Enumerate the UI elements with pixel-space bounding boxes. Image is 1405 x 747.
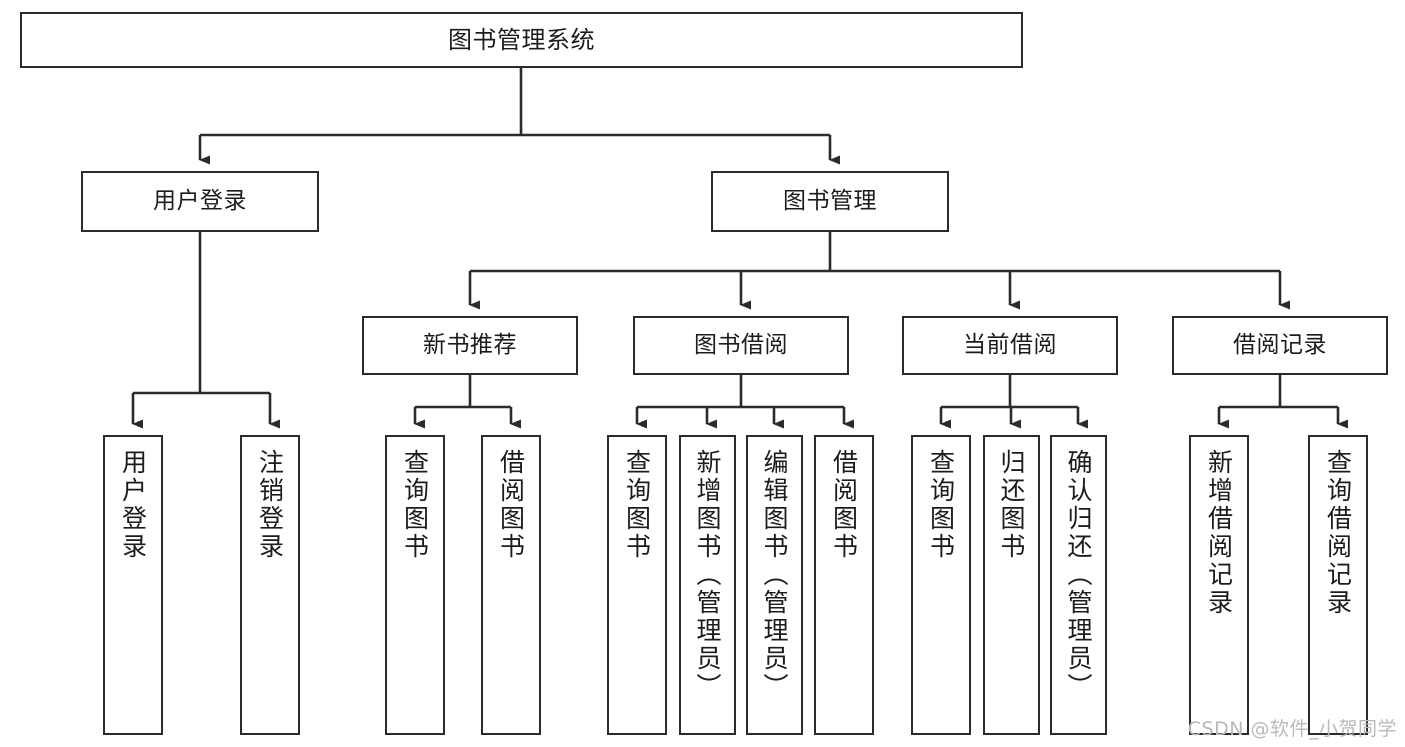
node-leaf-borrow-book[interactable]: 借阅图书	[814, 435, 874, 735]
node-label: 借阅记录	[1233, 331, 1327, 358]
node-leaf-edit-book-admin[interactable]: 编辑图书（管理员）	[746, 435, 803, 735]
node-leaf-return-book[interactable]: 归还图书	[983, 435, 1040, 735]
node-leaf-query-book-current[interactable]: 查询图书	[911, 435, 971, 735]
node-label: 图书借阅	[694, 331, 788, 358]
node-root-book-management-system[interactable]: 图书管理系统	[20, 12, 1023, 68]
node-label: 编辑图书（管理员）	[760, 449, 789, 701]
node-label: 查询图书	[622, 449, 652, 561]
node-label: 确认归还（管理员）	[1064, 449, 1093, 701]
node-leaf-borrow-book-recommend[interactable]: 借阅图书	[481, 435, 541, 735]
node-label: 图书管理	[783, 187, 877, 214]
node-user-login[interactable]: 用户登录	[81, 171, 319, 232]
node-leaf-add-book-admin[interactable]: 新增图书（管理员）	[679, 435, 736, 735]
node-label: 用户登录	[118, 449, 148, 561]
node-leaf-query-book-recommend[interactable]: 查询图书	[385, 435, 445, 735]
node-label: 查询图书	[400, 449, 430, 561]
node-book-management[interactable]: 图书管理	[711, 171, 949, 232]
node-current-borrow[interactable]: 当前借阅	[902, 316, 1118, 375]
node-leaf-query-book-borrow[interactable]: 查询图书	[607, 435, 667, 735]
node-label: 图书管理系统	[448, 25, 595, 54]
node-new-book-recommend[interactable]: 新书推荐	[362, 316, 578, 375]
node-label: 查询借阅记录	[1323, 449, 1353, 617]
node-label: 新增图书（管理员）	[693, 449, 722, 701]
node-label: 新书推荐	[423, 331, 517, 358]
watermark-credit: CSDN @软件_小贺同学	[1187, 718, 1397, 740]
node-label: 注销登录	[255, 449, 285, 561]
node-leaf-user-logout[interactable]: 注销登录	[240, 435, 300, 735]
node-leaf-add-borrow-record[interactable]: 新增借阅记录	[1189, 435, 1249, 735]
node-label: 借阅图书	[829, 449, 859, 561]
node-borrow-record[interactable]: 借阅记录	[1172, 316, 1388, 375]
node-label: 查询图书	[926, 449, 956, 561]
node-label: 借阅图书	[496, 449, 526, 561]
node-leaf-query-borrow-record[interactable]: 查询借阅记录	[1308, 435, 1368, 735]
node-label: 新增借阅记录	[1204, 449, 1234, 617]
node-label: 当前借阅	[963, 331, 1057, 358]
node-leaf-user-login[interactable]: 用户登录	[103, 435, 163, 735]
node-leaf-confirm-return-admin[interactable]: 确认归还（管理员）	[1050, 435, 1107, 735]
node-book-borrow[interactable]: 图书借阅	[633, 316, 849, 375]
node-label: 用户登录	[153, 187, 247, 214]
node-label: 归还图书	[997, 449, 1026, 561]
